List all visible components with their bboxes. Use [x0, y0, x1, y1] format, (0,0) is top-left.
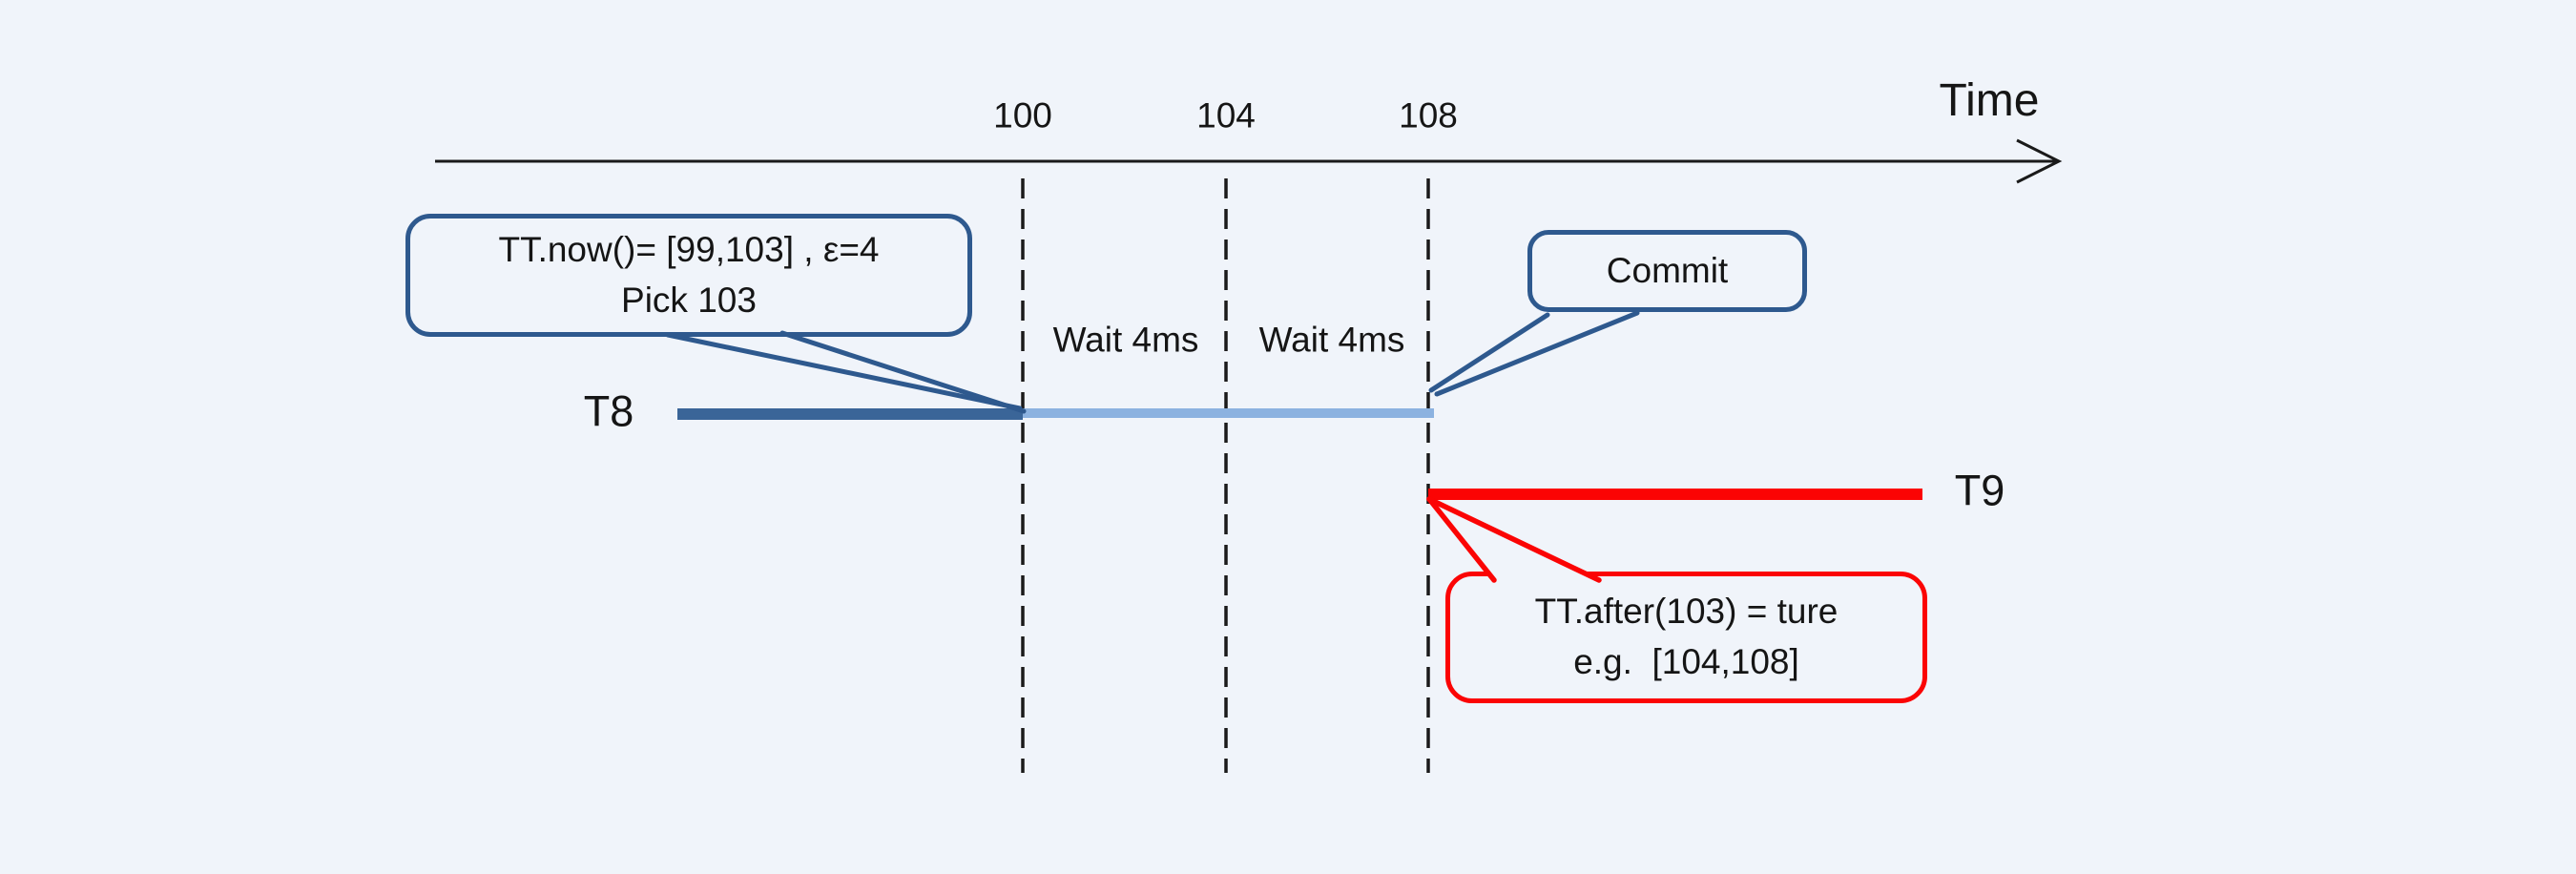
commit-line1: Commit — [1606, 250, 1729, 290]
tt-after-line1: TT.after(103) = ture — [1534, 592, 1839, 632]
tt-after-tail-line-right — [1426, 496, 1602, 583]
tick-label-108: 108 — [1399, 95, 1458, 135]
callout-tt-after: TT.after(103) = ture e.g. [104,108] — [1445, 572, 1927, 703]
commit-tail-line-right — [1434, 310, 1640, 397]
tt-after-tail-line-left — [1426, 496, 1497, 583]
callout-tt-now: TT.now()= [99,103] , ε=4 Pick 103 — [405, 214, 972, 337]
time-axis-title: Time — [1939, 75, 2040, 126]
t8-label: T8 — [583, 386, 634, 436]
t9-label: T9 — [1954, 466, 2005, 515]
wait-label-2: Wait 4ms — [1258, 320, 1405, 360]
wait-label-1: Wait 4ms — [1052, 320, 1199, 360]
time-axis-arrowhead-icon — [2016, 138, 2063, 184]
tick-label-104: 104 — [1196, 95, 1256, 135]
tt-now-tail-line-left — [665, 332, 1023, 411]
tt-now-line1: TT.now()= [99,103] , ε=4 — [498, 229, 880, 269]
tt-after-line2: e.g. [104,108] — [1573, 642, 1799, 681]
tt-now-line2: Pick 103 — [621, 280, 757, 320]
commit-tail-line-left — [1428, 312, 1550, 393]
callout-commit: Commit — [1527, 230, 1807, 312]
tt-now-tail-line-right — [779, 330, 1027, 414]
tick-label-100: 100 — [993, 95, 1052, 135]
